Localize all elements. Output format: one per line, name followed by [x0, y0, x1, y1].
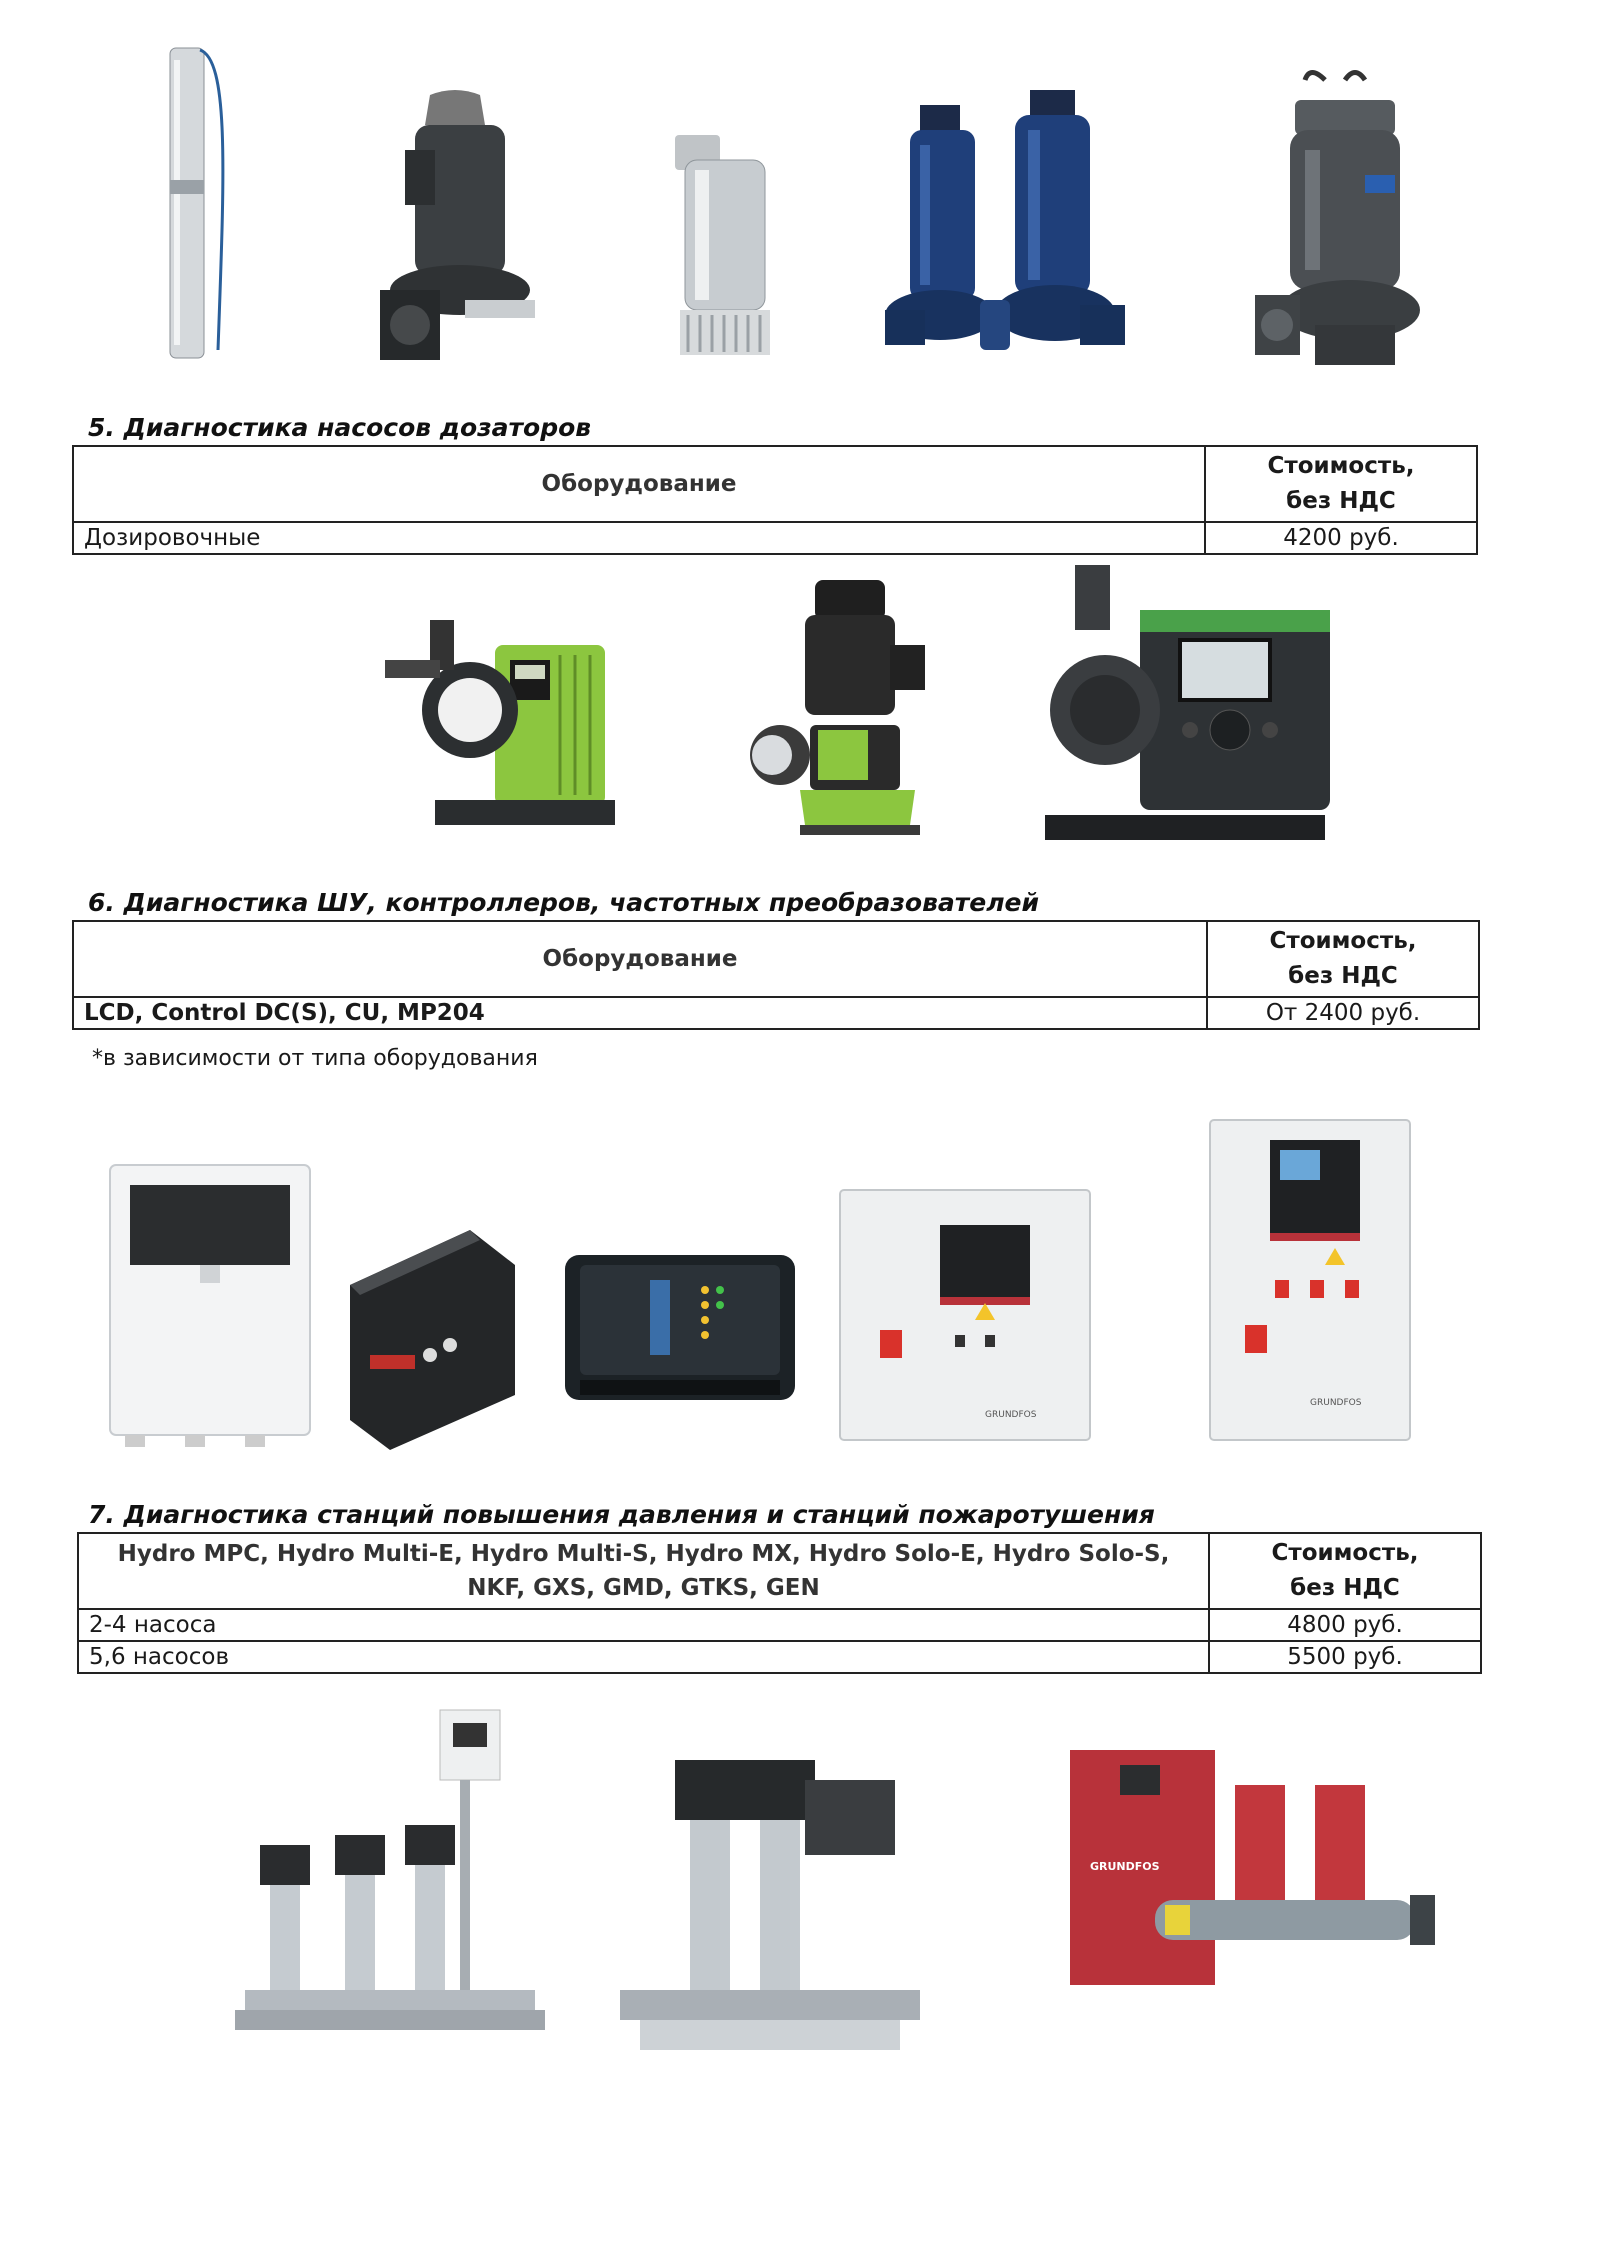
equipment-header: Оборудование	[72, 920, 1208, 998]
control-box-icon	[109, 1164, 311, 1447]
table-header-row: Оборудование Стоимость, без НДС	[72, 920, 1480, 998]
table-header-row: Оборудование Стоимость, без НДС	[72, 445, 1478, 523]
grinder-pump-icon	[1255, 70, 1420, 365]
brand-logo-text: GRUNDFOS	[1310, 1398, 1362, 1408]
section-7-heading: 7. Диагностика станций повышения давлени…	[88, 1500, 1155, 1529]
dosing-pump-compact-icon	[385, 620, 615, 825]
cost-cell: 4200 руб.	[1204, 521, 1478, 555]
sewage-pump-icon	[380, 90, 535, 360]
section-5-table: Оборудование Стоимость, без НДС Дозирово…	[72, 445, 1478, 555]
equipment-cell: Дозировочные	[72, 521, 1206, 555]
booster-set-three-pump-icon	[235, 1709, 545, 2030]
booster-set-two-pump-icon	[620, 1760, 920, 2050]
fire-station-icon: GRUNDFOS	[1070, 1750, 1435, 1985]
cost-cell: От 2400 руб.	[1206, 996, 1480, 1030]
brand-logo-text: GRUNDFOS	[985, 1410, 1037, 1420]
table-row: Дозировочные 4200 руб.	[72, 521, 1478, 555]
cost-cell: 4800 руб.	[1208, 1608, 1482, 1642]
equipment-cell: 5,6 насосов	[77, 1640, 1210, 1674]
section-5-heading: 5. Диагностика насосов дозаторов	[88, 413, 592, 442]
control-cabinet-tall-icon: GRUNDFOS	[1209, 1119, 1411, 1441]
submersible-borehole-pump-icon	[169, 47, 225, 359]
table-header-row: Hydro MPC, Hydro Multi-E, Hydro Multi-S,…	[77, 1532, 1482, 1610]
drainage-pump-icon	[675, 135, 770, 355]
equipment-cell: 2-4 насоса	[77, 1608, 1210, 1642]
pump-controller-icon	[565, 1255, 795, 1400]
table-row: LCD, Control DC(S), CU, MP204 От 2400 ру…	[72, 996, 1480, 1030]
section-6-table: Оборудование Стоимость, без НДС LCD, Con…	[72, 920, 1480, 1030]
cost-header: Стоимость, без НДС	[1206, 920, 1480, 998]
brand-logo-text: GRUNDFOS	[1090, 1860, 1160, 1873]
cost-cell: 5500 руб.	[1208, 1640, 1482, 1674]
equipment-header: Hydro MPC, Hydro Multi-E, Hydro Multi-S,…	[77, 1532, 1210, 1610]
table-row: 5,6 насосов 5500 руб.	[77, 1640, 1482, 1674]
control-cabinet-icon: GRUNDFOS	[839, 1189, 1091, 1441]
section-6-heading: 6. Диагностика ШУ, контроллеров, частотн…	[88, 888, 1039, 917]
equipment-header: Оборудование	[72, 445, 1206, 523]
dosing-pump-digital-icon	[1045, 565, 1330, 840]
wastewater-pump-pair-icon	[885, 90, 1125, 350]
table-row: 2-4 насоса 4800 руб.	[77, 1608, 1482, 1642]
din-controller-icon	[350, 1230, 515, 1450]
dosing-pump-motor-icon	[750, 580, 925, 835]
footnote: *в зависимости от типа оборудования	[92, 1046, 538, 1071]
section-7-table: Hydro MPC, Hydro Multi-E, Hydro Multi-S,…	[77, 1532, 1482, 1674]
cost-header: Стоимость, без НДС	[1208, 1532, 1482, 1610]
cost-header: Стоимость, без НДС	[1204, 445, 1478, 523]
equipment-cell: LCD, Control DC(S), CU, MP204	[72, 996, 1208, 1030]
